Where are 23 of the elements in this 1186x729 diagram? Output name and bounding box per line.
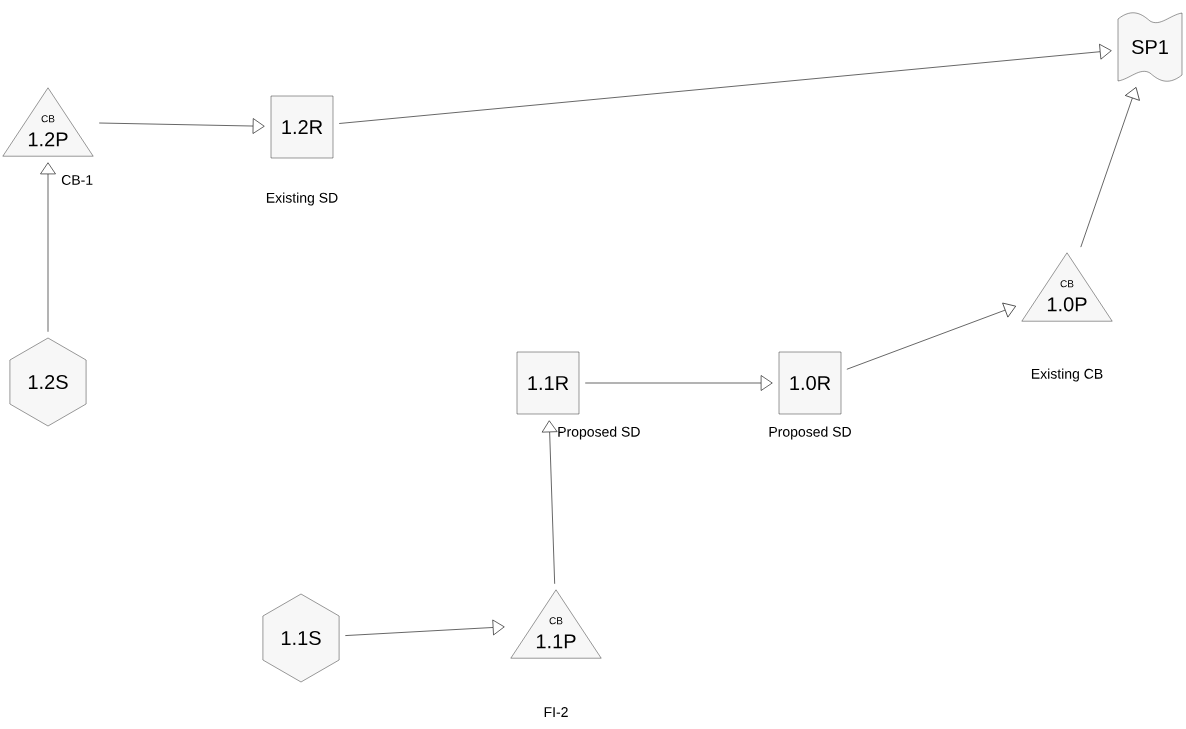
hexagon-node: 1.1S — [262, 593, 340, 683]
arrow — [584, 375, 773, 391]
triangle-node: CB 1.0P — [1021, 252, 1113, 322]
arrow — [98, 118, 265, 134]
node-caption: Proposed SD — [769, 426, 851, 440]
square-node: 1.0R — [778, 351, 842, 415]
node-caption: Existing SD — [266, 192, 338, 206]
node-caption: Proposed SD — [558, 426, 640, 440]
arrow — [345, 619, 505, 636]
hexagon-node: 1.2S — [9, 337, 87, 427]
triangle-node: CB 1.1P — [510, 589, 602, 659]
arrow — [40, 162, 56, 333]
square-node: 1.1R — [516, 351, 580, 415]
node-caption: CB-1 — [61, 175, 93, 185]
node-caption: FI-2 — [544, 707, 568, 717]
triangle-node: CB 1.2P — [2, 87, 94, 157]
arrow — [846, 302, 1016, 370]
arrow — [541, 420, 558, 585]
square-node: 1.2R — [270, 95, 334, 159]
node-caption: Existing CB — [1032, 368, 1103, 382]
arrow — [338, 43, 1112, 124]
arrow — [1080, 87, 1140, 248]
flag-node: SP1 — [1117, 12, 1183, 82]
